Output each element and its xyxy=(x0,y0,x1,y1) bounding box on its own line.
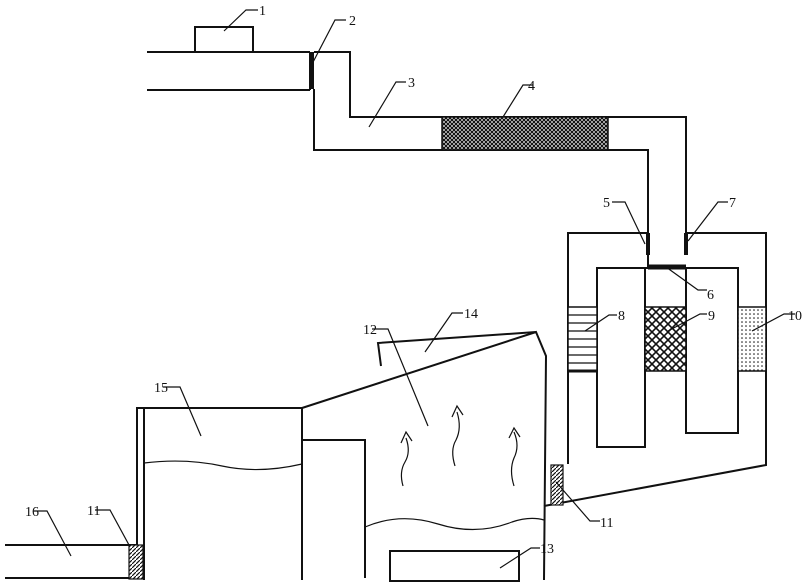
filter-4 xyxy=(441,116,609,151)
label-13: 13 xyxy=(540,542,554,557)
hatched-block-11-left xyxy=(128,544,144,580)
label-7: 7 xyxy=(729,196,736,211)
label-9: 9 xyxy=(708,309,715,324)
label-16: 16 xyxy=(25,505,39,520)
treatment-unit-inner xyxy=(596,267,739,448)
label-11-right: 11 xyxy=(600,516,613,531)
label-15: 15 xyxy=(154,381,168,396)
vessel-12 xyxy=(301,330,548,581)
label-14: 14 xyxy=(464,307,478,322)
label-4: 4 xyxy=(528,79,535,94)
packing-8 xyxy=(567,306,598,373)
outlet-pipe-16 xyxy=(5,544,131,579)
label-11-left: 11 xyxy=(87,504,100,519)
leader-lines xyxy=(34,9,795,569)
cover-14 xyxy=(376,331,537,367)
heater-13 xyxy=(389,550,520,582)
label-10: 10 xyxy=(788,309,802,324)
label-6: 6 xyxy=(707,288,714,303)
label-1: 1 xyxy=(259,4,266,19)
hatched-block-11-right xyxy=(550,464,564,506)
label-3: 3 xyxy=(408,76,415,91)
label-8: 8 xyxy=(618,309,625,324)
packing-9 xyxy=(644,306,687,372)
tank-15 xyxy=(131,407,303,580)
valve-2 xyxy=(309,52,314,89)
inlet-pipe xyxy=(147,51,311,91)
label-12: 12 xyxy=(363,323,377,338)
duct-3 xyxy=(313,51,687,268)
label-5: 5 xyxy=(603,196,610,211)
label-2: 2 xyxy=(349,14,356,29)
vapor-arrows xyxy=(400,404,521,487)
packing-10 xyxy=(737,306,767,372)
component-1-box xyxy=(194,26,254,53)
